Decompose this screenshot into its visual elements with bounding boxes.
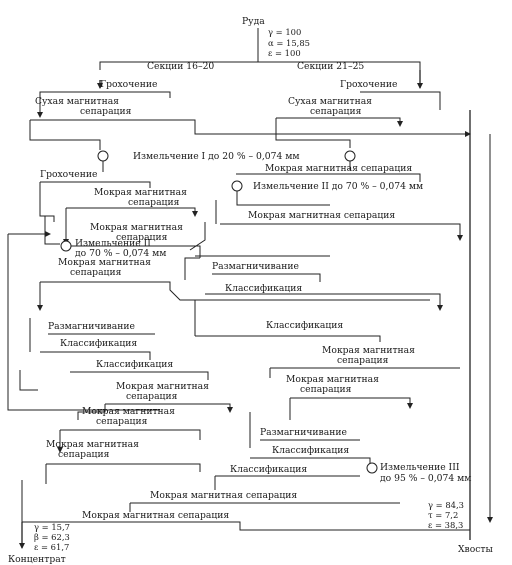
grinding-2-right-label: Измельчение II до 70 % – 0,074 мм — [253, 181, 423, 192]
wms-b-2: сепарация — [116, 232, 168, 243]
grinding-3-node — [366, 462, 378, 474]
wms-right-2: Мокрая магнитная сепарация — [248, 210, 395, 221]
wms-d-2: сепарация — [337, 355, 389, 366]
tails-gamma: γ = 84,3 — [428, 500, 464, 510]
grinding-3-1: Измельчение III — [380, 462, 460, 473]
wms-h-2: сепарация — [58, 449, 110, 460]
dry-mag-right-2: сепарация — [310, 106, 362, 117]
section-split-line — [99, 61, 421, 70]
wms-f-1: Мокрая магнитная — [116, 381, 209, 392]
class-left-2: Классификация — [96, 359, 173, 370]
grinding-node-right — [344, 150, 356, 162]
class-left-1: Классификация — [60, 338, 137, 349]
wms-h-1: Мокрая магнитная — [46, 439, 139, 450]
dry-mag-left-2: сепарация — [80, 106, 132, 117]
wms-e-2: сепарация — [300, 384, 352, 395]
sections-left-label: Секции 16–20 — [147, 61, 214, 72]
wms-f-2: сепарация — [126, 391, 178, 402]
wms-c-1: Мокрая магнитная — [58, 257, 151, 268]
screening-right: Грохочение — [340, 79, 397, 90]
demag-right: Размагничивание — [212, 261, 299, 272]
wms-b-1: Мокрая магнитная — [90, 222, 183, 233]
ore-alpha: α = 15,85 — [268, 38, 310, 48]
demag-left: Размагничивание — [48, 321, 135, 332]
demag-bottom: Размагничивание — [260, 427, 347, 438]
wms-g-1: Мокрая магнитная — [82, 406, 175, 417]
grinding-2-node-right — [231, 180, 243, 192]
class-mid: Классификация — [266, 320, 343, 331]
class-bottom-1: Классификация — [272, 445, 349, 456]
wms-g-2: сепарация — [96, 416, 148, 427]
wms-final-1: Мокрая магнитная сепарация — [150, 490, 297, 501]
wms-a-1: Мокрая магнитная — [94, 187, 187, 198]
concentrate-label: Концентрат — [8, 554, 66, 565]
wms-final-2: Мокрая магнитная сепарация — [82, 510, 229, 521]
class-bottom-2: Классификация — [230, 464, 307, 475]
ore-label: Руда — [242, 16, 265, 27]
left-recycle-loop — [7, 234, 160, 411]
concentrate-epsilon: ε = 61,7 — [34, 542, 69, 552]
grinding-2-left-2: до 70 % – 0,074 мм — [75, 248, 166, 259]
tails-label: Хвосты — [458, 544, 493, 555]
grinding-1-label: Измельчение I до 20 % – 0,074 мм — [133, 151, 300, 162]
screening-left: Грохочение — [100, 79, 157, 90]
class-right: Классификация — [225, 283, 302, 294]
grinding-2-left-1: Измельчение II — [75, 238, 151, 249]
screening-2: Грохочение — [40, 169, 97, 180]
concentrate-gamma: γ = 15,7 — [34, 522, 70, 532]
dry-mag-right-1: Сухая магнитная — [288, 96, 372, 107]
grinding-2-node-left — [60, 240, 72, 252]
wms-d-1: Мокрая магнитная — [322, 345, 415, 356]
wms-top-right: Мокрая магнитная сепарация — [265, 163, 412, 174]
wms-e-1: Мокрая магнитная — [286, 374, 379, 385]
wms-a-2: сепарация — [128, 197, 180, 208]
wms-c-2: сепарация — [70, 267, 122, 278]
ore-gamma: γ = 100 — [268, 27, 301, 37]
concentrate-beta: β = 62,3 — [34, 532, 70, 542]
ore-epsilon: ε = 100 — [268, 48, 301, 58]
dry-mag-left-1: Сухая магнитная — [35, 96, 119, 107]
grinding-3-2: до 95 % – 0,074 мм — [380, 473, 471, 484]
sections-right-label: Секции 21–25 — [297, 61, 364, 72]
tails-epsilon: ε = 38,3 — [428, 520, 463, 530]
grinding-node-left — [97, 150, 109, 162]
tails-tau: τ = 7,2 — [428, 510, 458, 520]
